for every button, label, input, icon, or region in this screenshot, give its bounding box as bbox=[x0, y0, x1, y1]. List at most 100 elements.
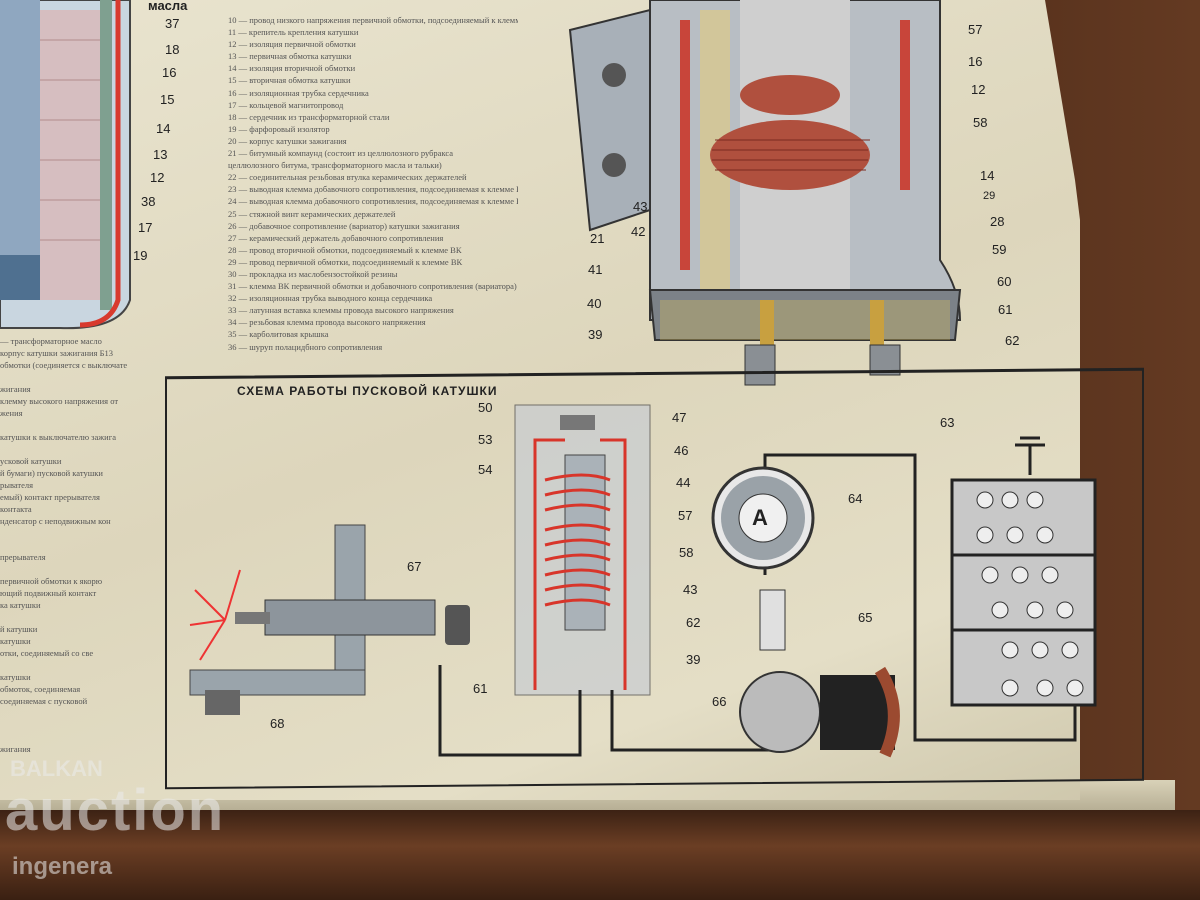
callout: 47 bbox=[672, 410, 687, 425]
callout: 39 bbox=[588, 327, 603, 342]
legend-line: отки, соединяемый со све bbox=[0, 648, 94, 658]
callout: 42 bbox=[631, 224, 646, 239]
callout: 63 bbox=[940, 415, 955, 430]
legend-line: катушки bbox=[0, 636, 31, 646]
legend-line: соединяемая с пусковой bbox=[0, 696, 88, 706]
legend-line bbox=[0, 563, 160, 575]
wooden-rail bbox=[0, 810, 1200, 900]
callout: 29 bbox=[983, 190, 996, 202]
callout: 53 bbox=[478, 432, 493, 447]
legend-line: обмоток, соединяемая bbox=[0, 684, 81, 694]
legend-line: 30 — прокладка из маслобензостойкой рези… bbox=[228, 268, 398, 279]
callout: 19 bbox=[133, 248, 148, 263]
callout: 50 bbox=[478, 400, 493, 415]
scheme-title: СХЕМА РАБОТЫ ПУСКОВОЙ КАТУШКИ bbox=[237, 384, 498, 398]
ammeter bbox=[711, 466, 815, 570]
legend-line: 31 — клемма ВК первичной обмотки и добав… bbox=[228, 281, 517, 292]
callout: 59 bbox=[992, 242, 1007, 257]
legend-top: 10 — провод низкого напряжения первичной… bbox=[228, 2, 518, 353]
callout: 41 bbox=[588, 262, 603, 277]
callout: 43 bbox=[633, 199, 648, 214]
legend-line: 34 — резьбовая клемма провода высокого н… bbox=[228, 317, 426, 328]
callout: 12 bbox=[150, 170, 165, 185]
callout: 17 bbox=[138, 220, 153, 235]
legend-line: 12 — изоляция первичной обмотки bbox=[228, 39, 356, 50]
legend-line bbox=[0, 419, 160, 431]
legend-line: жения bbox=[0, 408, 23, 418]
watermark-auction: auction bbox=[5, 778, 226, 843]
callout: 21 bbox=[590, 231, 605, 246]
legend-line: корпус катушки зажигания Б13 bbox=[0, 348, 113, 358]
legend-line: 33 — латунная вставка клеммы провода выс… bbox=[228, 305, 454, 316]
legend-line: ющий подвижный контакт bbox=[0, 588, 97, 598]
callout: 60 bbox=[997, 274, 1012, 289]
legend-line: 23 — выводная клемма добавочного сопроти… bbox=[228, 184, 518, 195]
legend-line: ка катушки bbox=[0, 600, 41, 610]
legend-line: целлюлозного битума, трансформаторного м… bbox=[228, 160, 442, 171]
watermark-balkan: BALKAN bbox=[10, 756, 103, 781]
starting-coil bbox=[514, 404, 651, 696]
legend-line: рывателя bbox=[0, 480, 34, 490]
callout: 57 bbox=[968, 22, 983, 37]
legend-line: клемму высокого напряжения от bbox=[0, 396, 119, 406]
callout: 14 bbox=[156, 121, 171, 136]
callout: 38 bbox=[141, 194, 156, 209]
battery bbox=[950, 436, 1097, 707]
interrupter bbox=[739, 589, 900, 758]
callout: 62 bbox=[686, 615, 701, 630]
callout: 43 bbox=[683, 582, 698, 597]
callout: 66 bbox=[712, 694, 727, 709]
legend-line: 17 — кольцевой магнитопровод bbox=[228, 99, 344, 110]
scheme-panel bbox=[165, 367, 1144, 790]
legend-line: й катушки bbox=[0, 624, 38, 634]
legend-line bbox=[0, 527, 160, 539]
spark-plug bbox=[189, 524, 470, 715]
legend-line: обмотки (соединяется с выключате bbox=[0, 360, 128, 370]
legend-line bbox=[0, 539, 160, 551]
callout: 12 bbox=[971, 82, 986, 97]
legend-line: 21 — битумный компаунд (состоит из целлю… bbox=[228, 148, 454, 159]
legend-line: 29 — провод первичной обмотки, подсоедин… bbox=[228, 256, 463, 267]
legend-line bbox=[0, 659, 160, 671]
legend-line: первичной обмотки к якорю bbox=[0, 576, 103, 586]
callout: 44 bbox=[676, 475, 691, 490]
callout: 15 bbox=[160, 92, 175, 107]
left-coil-cutaway bbox=[0, 0, 131, 330]
callout: 13 bbox=[153, 147, 168, 162]
legend-left: — трансформаторное масло корпус катушки з… bbox=[0, 335, 160, 755]
legend-line: катушки к выключателю зажига bbox=[0, 432, 116, 442]
callout: 61 bbox=[473, 681, 488, 696]
legend-line: 28 — провод вторичной обмотки, подсоедин… bbox=[228, 244, 462, 255]
legend-line: 16 — изоляционная трубка сердечника bbox=[228, 87, 369, 98]
legend-line bbox=[0, 707, 160, 719]
legend-line: жигания bbox=[0, 384, 31, 394]
callout: 58 bbox=[679, 545, 694, 560]
legend-line: 11 — крепитель крепления катушки bbox=[228, 27, 359, 38]
legend-line: 25 — стяжной винт керамических держателе… bbox=[228, 208, 396, 219]
legend-line: — трансформаторное масло bbox=[0, 336, 102, 346]
callout: 62 bbox=[1005, 333, 1020, 348]
legend-line: 20 — корпус катушки зажигания bbox=[228, 135, 347, 146]
legend-line: 13 — первичная обмотка катушки bbox=[228, 51, 352, 62]
callout: 39 bbox=[686, 652, 701, 667]
watermark-ingenera: ingenera bbox=[12, 853, 113, 880]
callout: 64 bbox=[848, 491, 863, 506]
legend-line: 35 — карболитовая крышка bbox=[228, 329, 329, 340]
callout: 65 bbox=[858, 610, 873, 625]
callout: 18 bbox=[165, 42, 180, 57]
legend-line: нденсатор с неподвижным кон bbox=[0, 516, 111, 526]
legend-line bbox=[0, 731, 160, 743]
legend-line: 10 — провод низкого напряжения первичной… bbox=[228, 15, 518, 25]
ammeter-letter: A bbox=[752, 505, 768, 530]
legend-line: 36 — шуруп полацидбного сопротивления bbox=[228, 341, 383, 352]
legend-line bbox=[0, 719, 160, 731]
legend-line: 19 — фарфоровый изолятор bbox=[228, 123, 330, 134]
callout: 37 bbox=[165, 16, 180, 31]
callout: 46 bbox=[674, 443, 689, 458]
legend-line: 14 — изоляция вторичной обмотки bbox=[228, 63, 356, 74]
callout: 54 bbox=[478, 462, 493, 477]
callout: 16 bbox=[162, 65, 177, 80]
ignition-coil-cutaway bbox=[568, 0, 962, 386]
legend-line: 22 — соединительная резьбовая втулка кер… bbox=[228, 172, 467, 183]
